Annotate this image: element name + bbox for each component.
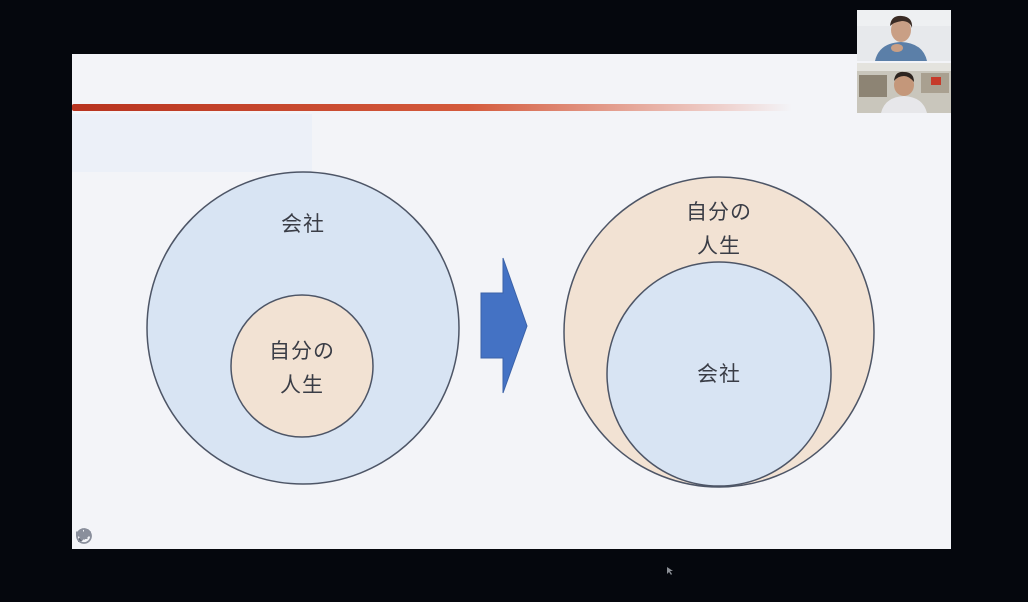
right-inner-circle-company: [606, 261, 832, 487]
zoom-icon[interactable]: [76, 528, 156, 546]
transition-arrow: [480, 257, 528, 394]
right-outer-label-line2: 人生: [697, 234, 741, 258]
participant-video-1: [857, 10, 951, 61]
slide-diagram: [146, 171, 875, 488]
presentation-slide: 会社 自分の 人生 自分の 人生 会社: [72, 54, 951, 549]
left-inner-label-line1: 自分の: [269, 339, 335, 363]
left-inner-circle-life: [230, 294, 374, 438]
slide-sorter-icon[interactable]: [76, 528, 135, 546]
participant-video-2: [857, 63, 951, 113]
mouse-cursor-icon: [667, 567, 673, 575]
video-tile-1[interactable]: [857, 10, 951, 61]
right-outer-label: 自分の 人生: [669, 199, 769, 259]
right-inner-label: 会社: [697, 362, 741, 386]
left-inner-label: 自分の 人生: [252, 338, 352, 398]
right-outer-label-line1: 自分の: [686, 200, 752, 224]
arrow-right-icon[interactable]: [76, 528, 177, 546]
slideshow-toolbar: [76, 528, 177, 546]
slide-title-area: [72, 114, 312, 172]
video-tile-2[interactable]: [857, 63, 951, 113]
slide-title-bar: [72, 104, 792, 111]
left-inner-label-line2: 人生: [280, 373, 324, 397]
pen-icon[interactable]: [78, 529, 114, 546]
left-outer-label: 会社: [281, 212, 325, 236]
